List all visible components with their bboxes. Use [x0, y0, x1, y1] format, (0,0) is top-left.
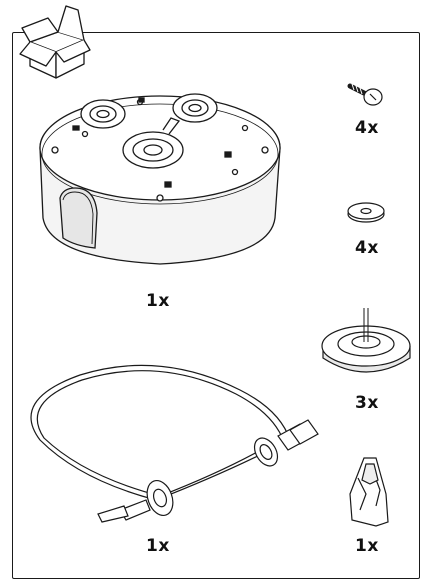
- screw-quantity: 4x: [355, 118, 379, 138]
- cable-quantity: 1x: [146, 536, 170, 556]
- grommet-illustration: [321, 308, 411, 373]
- open-box-icon: [19, 5, 91, 79]
- washer-illustration: [347, 202, 385, 223]
- housing-quantity: 1x: [146, 291, 170, 311]
- screw-illustration: [347, 83, 383, 106]
- grommet-quantity: 3x: [355, 393, 379, 413]
- housing-illustration: [39, 93, 281, 265]
- clip-quantity: 1x: [355, 536, 379, 556]
- clip-illustration: [349, 457, 389, 527]
- cable-illustration: [30, 364, 319, 523]
- washer-quantity: 4x: [355, 238, 379, 258]
